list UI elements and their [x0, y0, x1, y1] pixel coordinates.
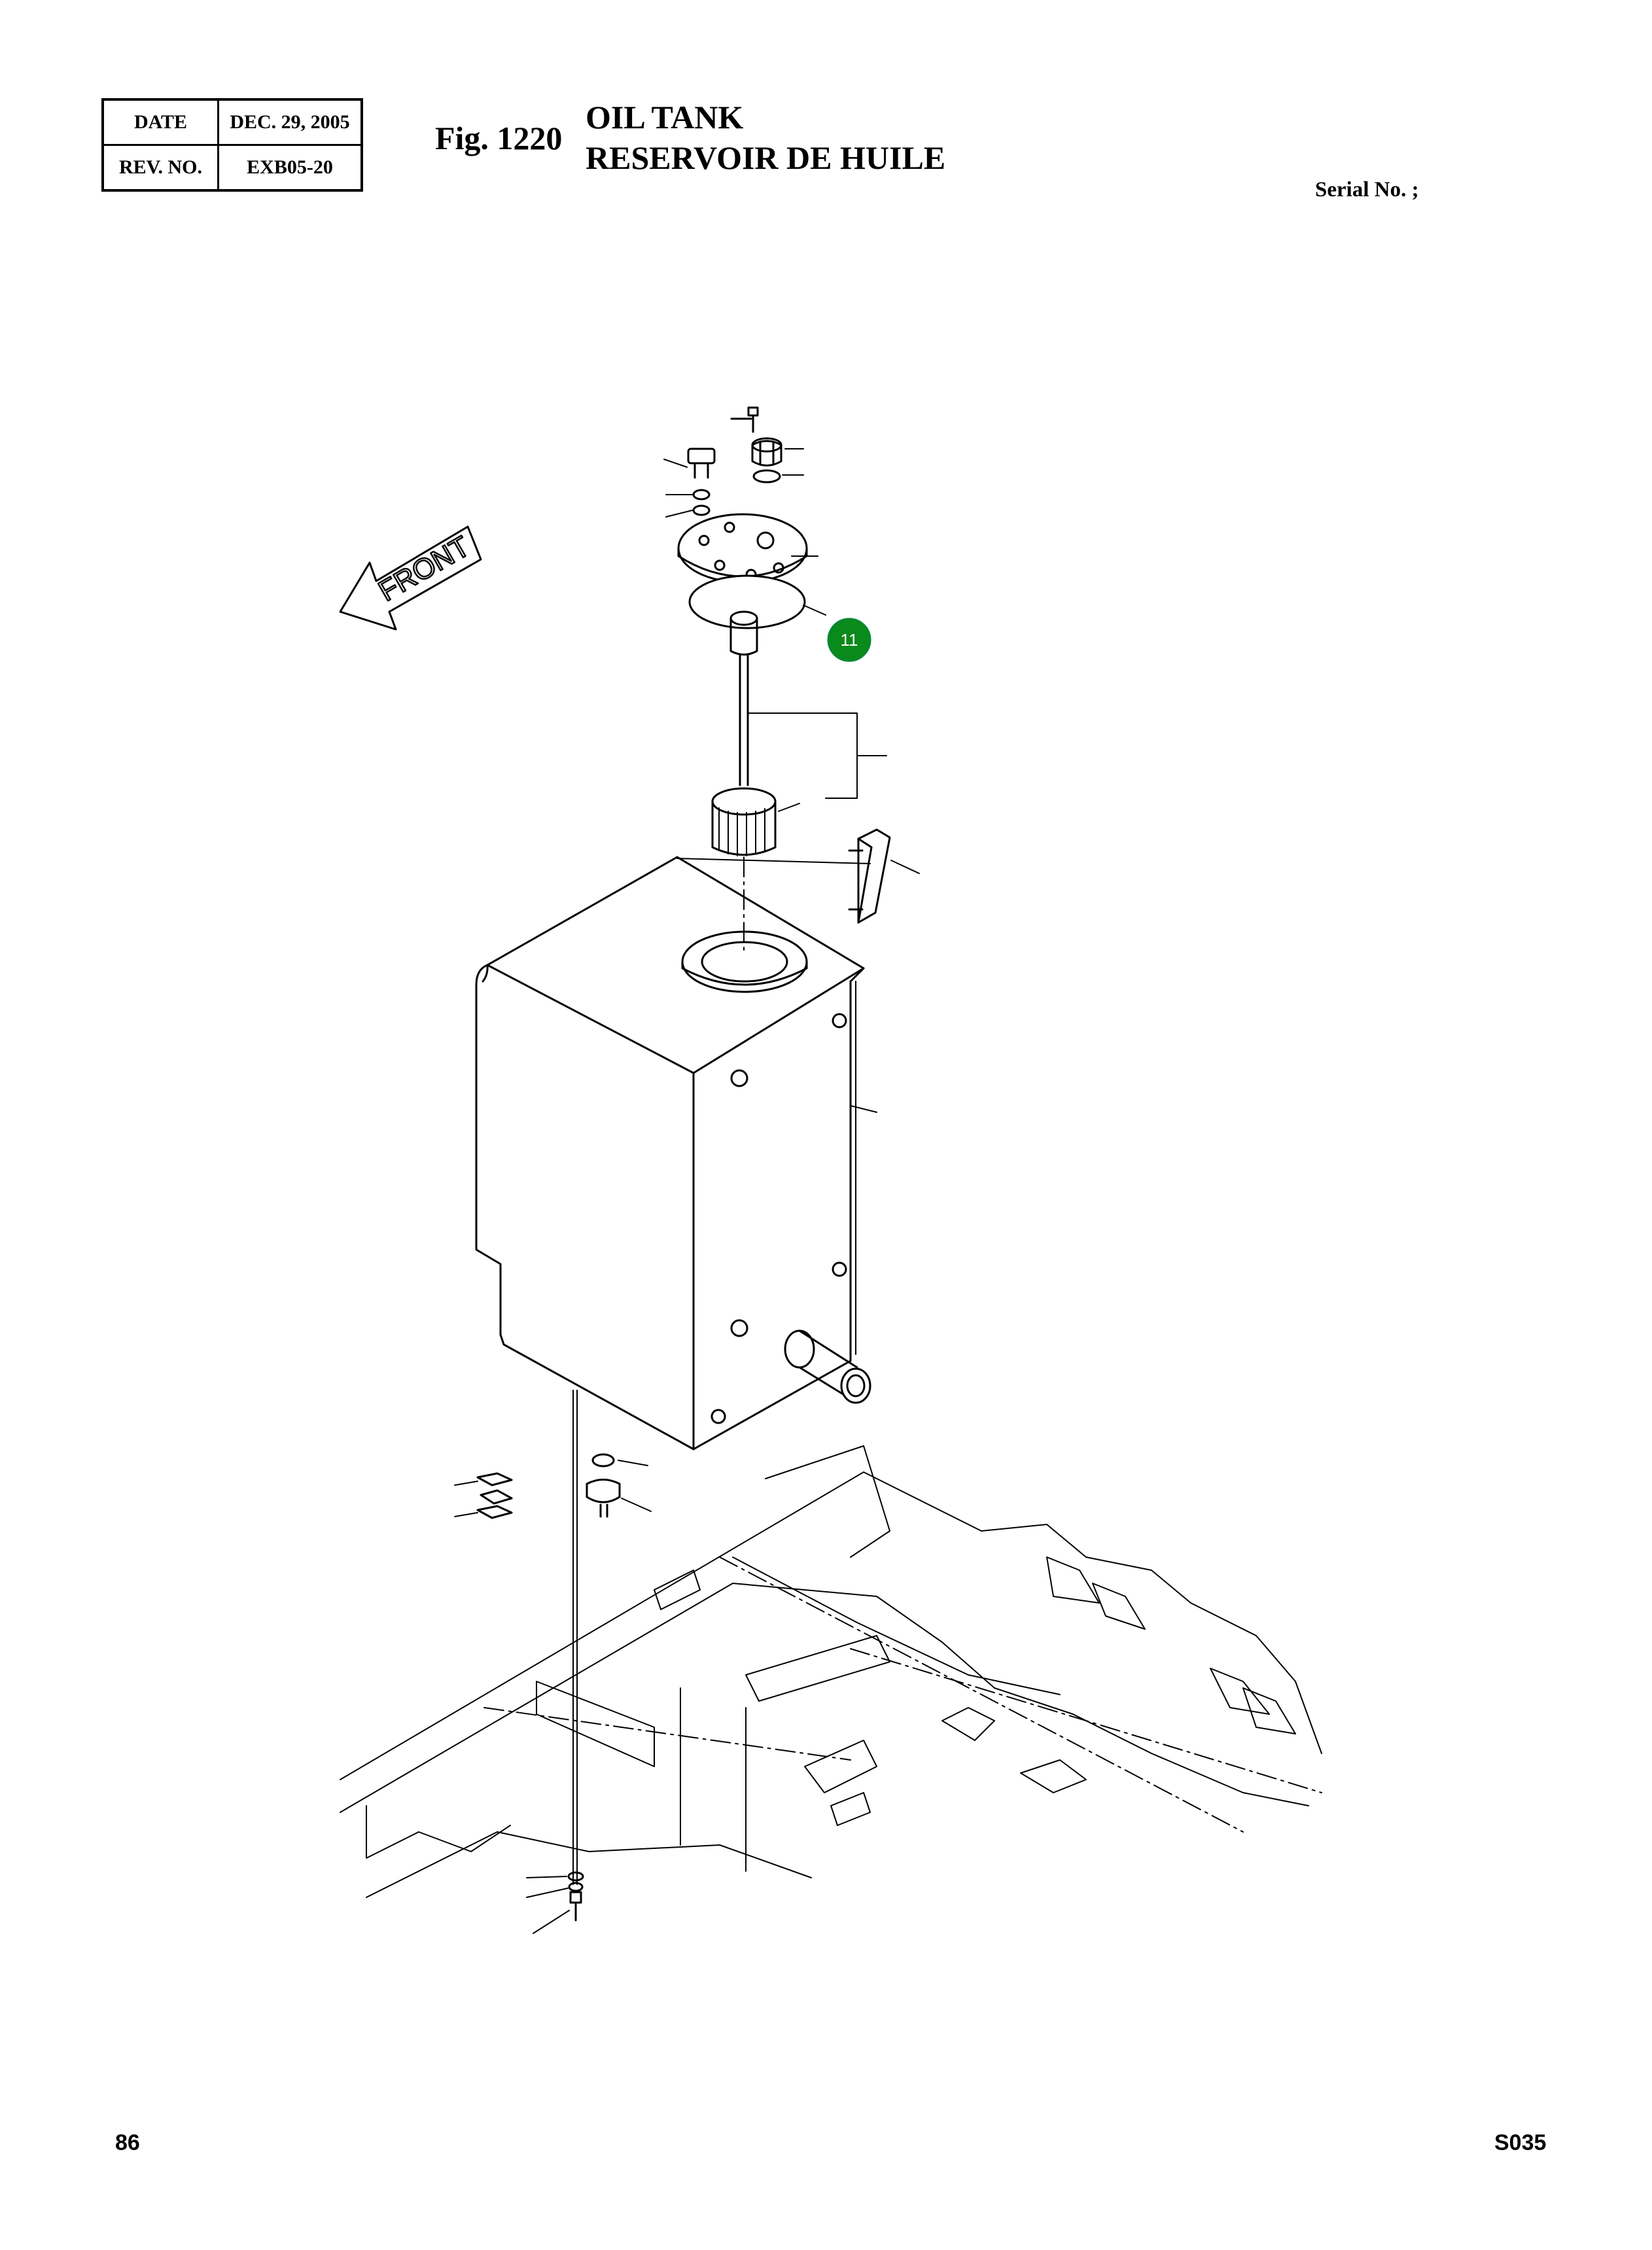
- level-gauge: [848, 828, 920, 924]
- breather-cap: [751, 437, 804, 483]
- date-label: DATE: [101, 98, 219, 146]
- figure-number: Fig. 1220: [435, 120, 563, 156]
- date-value: DEC. 29, 2005: [217, 98, 363, 146]
- machine-frame: [340, 1445, 1322, 1898]
- gasket: [688, 574, 826, 629]
- callout-label: 11: [841, 630, 858, 650]
- bottom-bolt: [526, 1871, 584, 1934]
- rev-value: EXB05-20: [217, 144, 363, 192]
- outlet-pipe: [784, 1329, 871, 1404]
- cover-bolt: [663, 448, 716, 518]
- title-french: RESERVOIR DE HUILE: [586, 139, 946, 176]
- cover-plate: [677, 513, 818, 584]
- oil-tank-body: [475, 856, 877, 1450]
- callout-marker[interactable]: 11: [827, 618, 871, 662]
- page-number: 86: [115, 2130, 140, 2155]
- revision-table: DATE DEC. 29, 2005 REV. NO. EXB05-20: [101, 98, 363, 192]
- section-code: S035: [1494, 2130, 1547, 2155]
- strainer-element: [711, 787, 800, 856]
- front-arrow-icon: FRONT: [339, 525, 482, 631]
- clips: [454, 1472, 513, 1519]
- strainer-stem: [729, 610, 887, 799]
- title-english: OIL TANK: [586, 99, 744, 135]
- drain-plug: [586, 1453, 652, 1518]
- serial-number: Serial No. ;: [1315, 178, 1419, 202]
- top-screw: [730, 406, 759, 433]
- rev-label: REV. NO.: [101, 144, 219, 192]
